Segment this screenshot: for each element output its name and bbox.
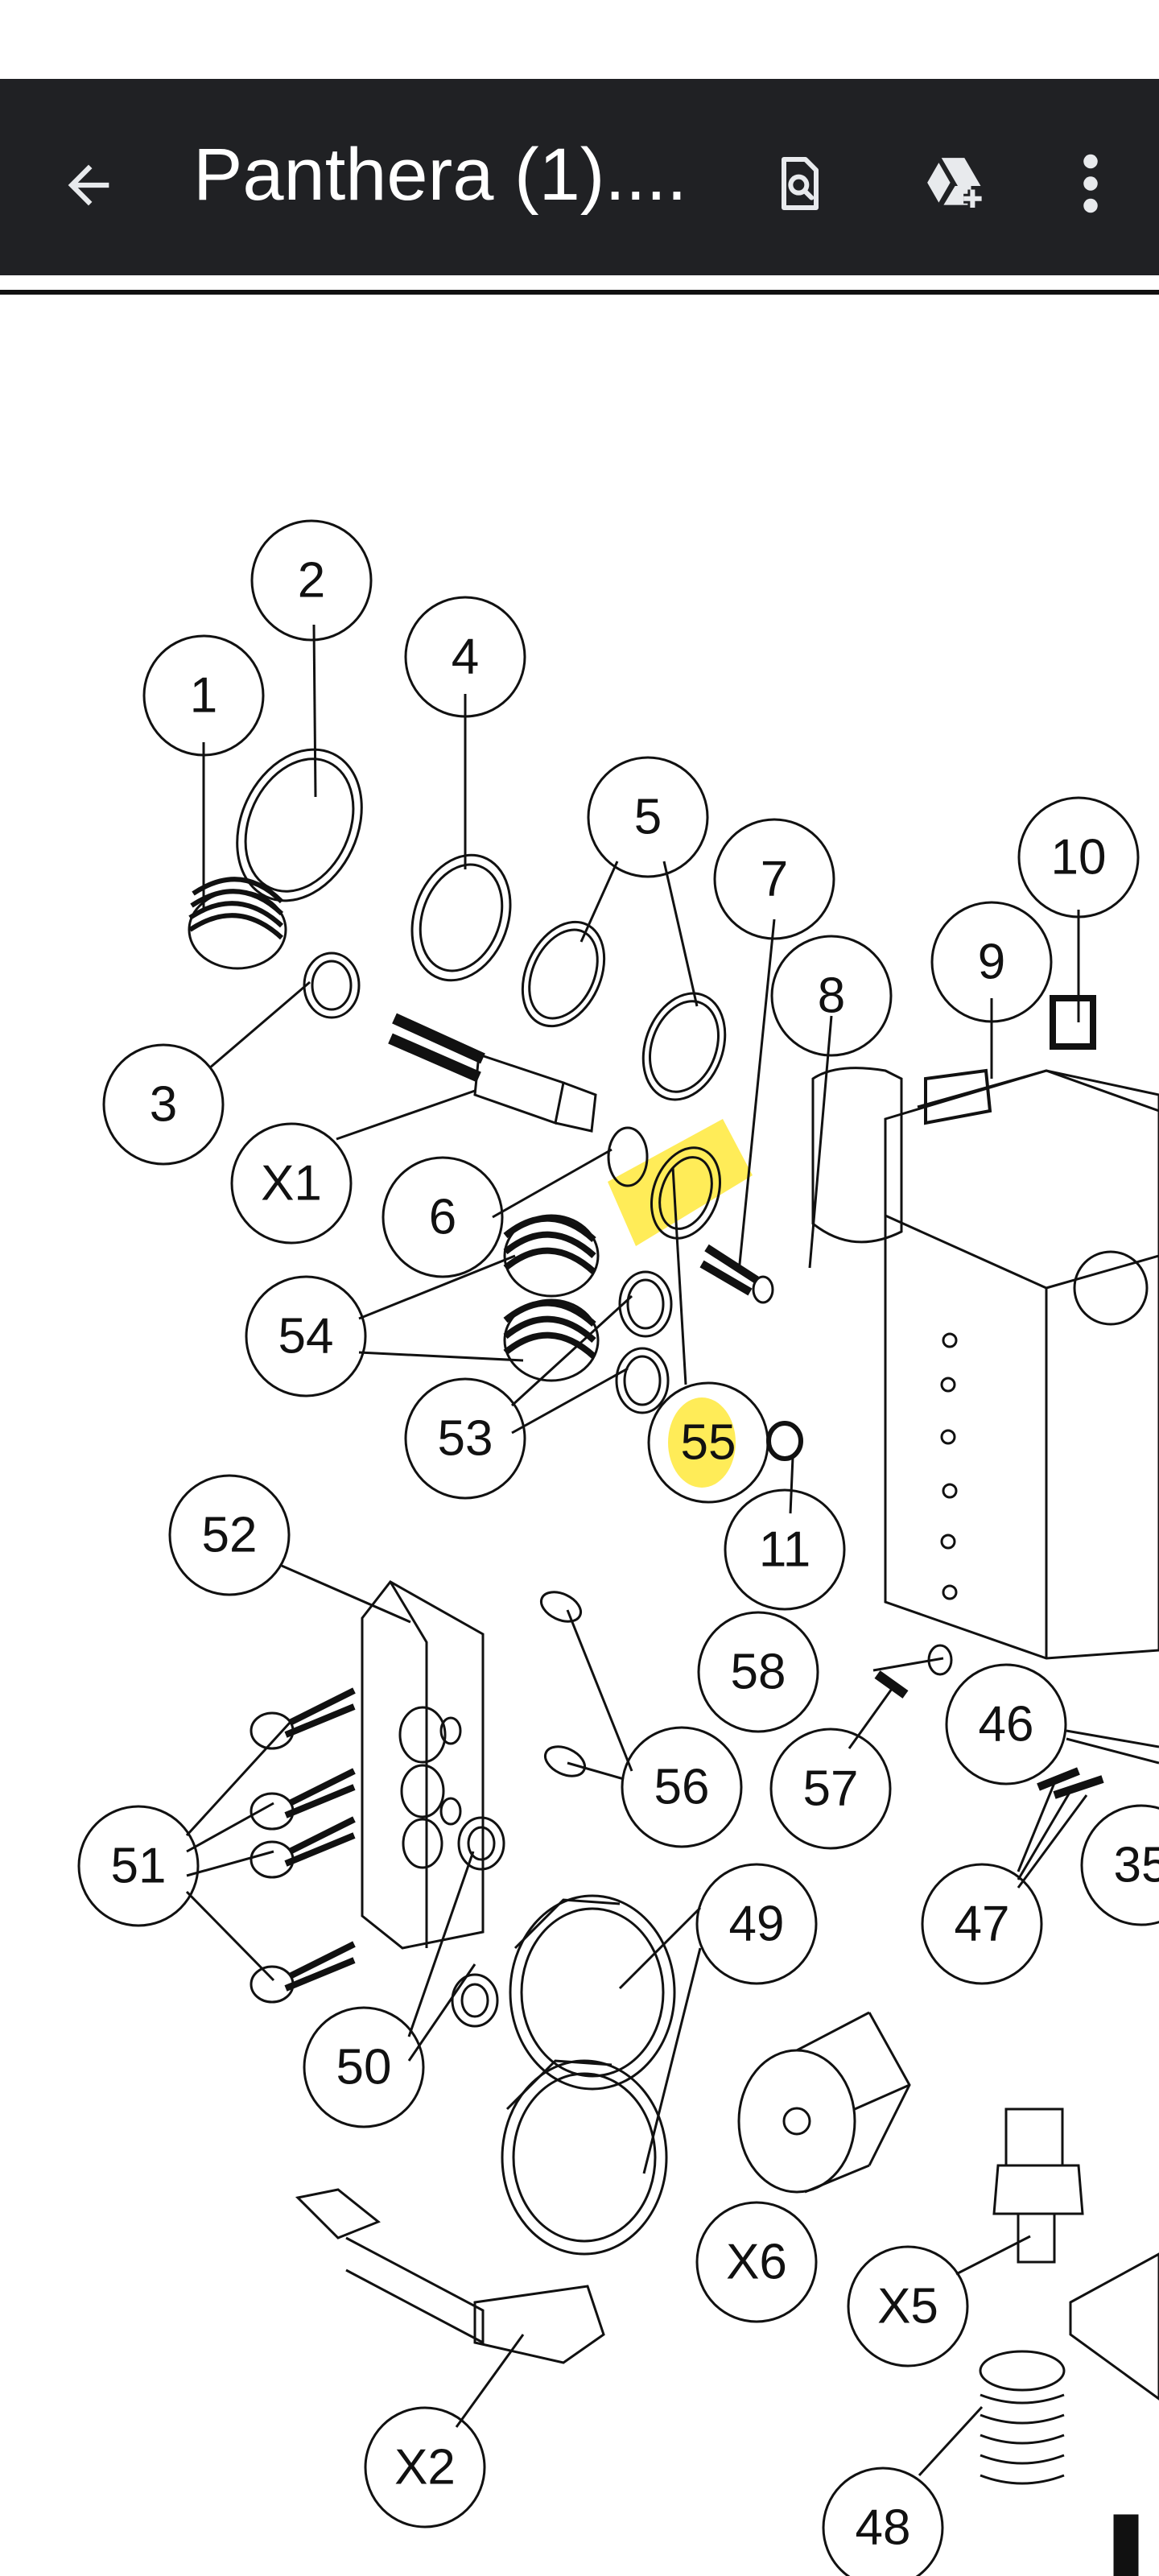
callout-label-x2: X2	[394, 2440, 456, 2496]
more-options-button[interactable]	[1046, 135, 1135, 232]
callout-label-35: 35	[1114, 1838, 1159, 1893]
callout-label-58: 58	[731, 1645, 786, 1700]
callout-3	[102, 1043, 225, 1166]
more-vert-icon	[1083, 154, 1098, 213]
callout-label-4: 4	[452, 630, 479, 685]
callout-35	[1080, 1804, 1159, 1926]
callout-2	[250, 519, 373, 642]
callout-label-6: 6	[429, 1190, 456, 1245]
callout-10	[1017, 796, 1140, 919]
callout-11	[724, 1488, 846, 1611]
add-to-drive-button[interactable]	[905, 135, 1001, 232]
highlight-marker-label	[668, 1397, 736, 1488]
callout-53	[404, 1377, 526, 1500]
callout-6	[382, 1156, 504, 1278]
callout-label-47: 47	[955, 1897, 1010, 1952]
callout-55	[647, 1381, 769, 1504]
highlight-marker	[608, 1119, 753, 1246]
callout-label-5: 5	[634, 790, 662, 845]
callout-54	[245, 1275, 367, 1397]
callout-5	[587, 756, 709, 878]
back-button[interactable]	[48, 145, 129, 225]
callout-label-8: 8	[818, 968, 845, 1024]
callout-x5	[847, 2245, 969, 2368]
callout-label-46: 46	[979, 1697, 1034, 1752]
callout-label-3: 3	[150, 1077, 177, 1133]
toolbar-divider	[0, 290, 1159, 295]
callout-label-52: 52	[202, 1508, 258, 1563]
callout-9	[930, 901, 1053, 1023]
callout-label-51: 51	[111, 1839, 167, 1894]
callout-47	[921, 1863, 1043, 1985]
callout-7	[713, 818, 835, 940]
callout-52	[168, 1474, 291, 1596]
document-search-icon	[782, 157, 819, 210]
callout-label-11: 11	[759, 1522, 810, 1578]
callout-label-x6: X6	[726, 2235, 787, 2290]
callout-label-1: 1	[190, 668, 217, 724]
app-toolbar: Panthera (1)....	[0, 79, 1159, 275]
callout-49	[695, 1863, 818, 1985]
callout-46	[945, 1663, 1067, 1785]
callout-label-49: 49	[729, 1897, 785, 1952]
document-title: Panthera (1)....	[193, 134, 684, 216]
callout-label-53: 53	[438, 1411, 493, 1467]
arrow-left-icon	[68, 164, 109, 206]
add-to-drive-icon	[927, 158, 982, 208]
callout-50	[303, 2006, 425, 2128]
callout-label-x1: X1	[261, 1156, 322, 1212]
pdf-viewer[interactable]: 1 2 3 4 5 6 7 8 9 10 11 X1 54 53 55 52 5…	[0, 295, 1159, 2576]
callout-51	[77, 1805, 200, 1927]
callout-58	[697, 1611, 819, 1733]
callout-label-2: 2	[298, 553, 325, 609]
callout-48	[822, 2467, 944, 2576]
callout-1	[142, 634, 265, 757]
callout-x2	[364, 2406, 486, 2529]
callout-4	[404, 596, 526, 718]
callout-56	[621, 1726, 743, 1848]
exploded-parts-diagram: 1 2 3 4 5 6 7 8 9 10 11 X1 54 53 55 52 5…	[77, 519, 1159, 2576]
callout-x1	[230, 1122, 353, 1245]
callout-label-7: 7	[761, 852, 788, 907]
callout-label-56: 56	[654, 1760, 710, 1815]
callout-label-x5: X5	[877, 2279, 938, 2334]
callout-label-10: 10	[1051, 830, 1107, 886]
callout-label-50: 50	[336, 2040, 392, 2095]
status-bar	[0, 0, 1159, 79]
callout-label-48: 48	[856, 2500, 911, 2556]
callout-8	[770, 935, 893, 1057]
callout-x6	[695, 2201, 818, 2323]
callout-label-9: 9	[978, 935, 1005, 990]
callout-label-57: 57	[803, 1761, 859, 1817]
callout-57	[769, 1728, 892, 1850]
find-in-document-button[interactable]	[752, 135, 848, 232]
callout-label-55: 55	[681, 1415, 736, 1471]
callout-label-54: 54	[278, 1309, 334, 1364]
